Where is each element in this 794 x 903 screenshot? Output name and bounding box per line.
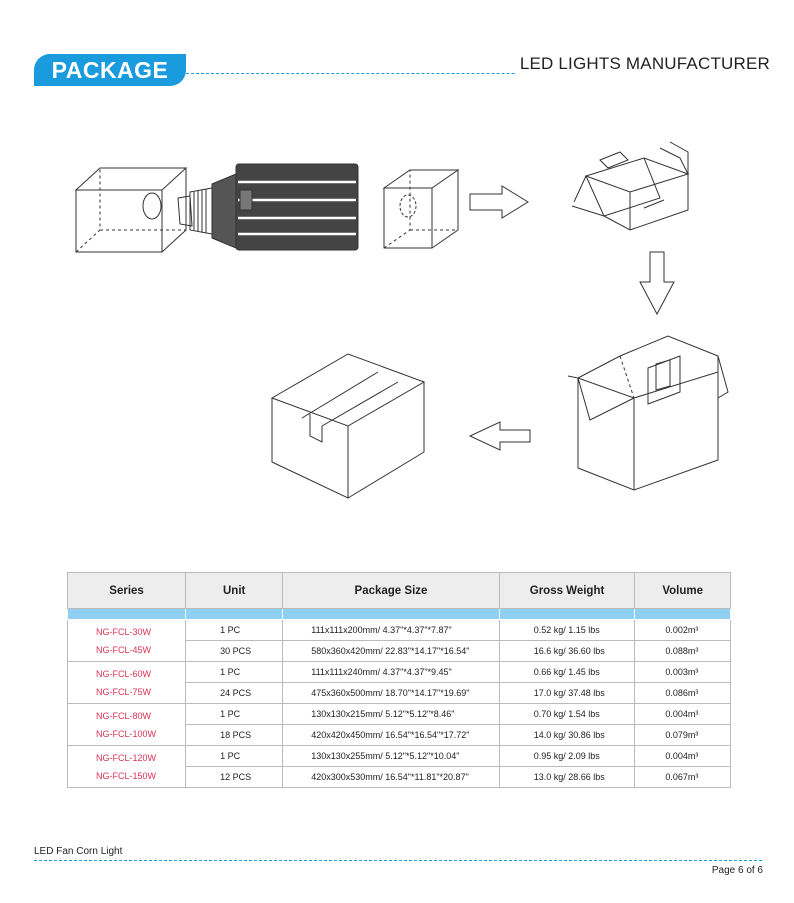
section-badge: PACKAGE [34,54,186,86]
weight-cell: 16.6 kg/ 36.60 lbs [498,640,636,662]
unit-cell: 1 PC [185,619,284,641]
volume-cell: 0.003m³ [634,661,731,683]
footer-divider [34,860,762,861]
unit-cell: 1 PC [185,661,284,683]
weight-cell: 0.70 kg/ 1.54 lbs [498,703,636,725]
page-number: Page 6 of 6 [711,865,763,876]
header-divider [186,73,770,74]
size-cell: 111x111x240mm/ 4.37"*4.37"*9.45" [282,661,500,683]
corn-lamp-illustration [177,163,359,251]
volume-cell: 0.004m³ [634,745,731,767]
table-row: NG-FCL-60W NG-FCL-75W 1 PC 111x111x240mm… [66,661,731,704]
size-cell: 420x420x450mm/ 16.54"*16.54"*17.72" [282,724,500,746]
weight-cell: 14.0 kg/ 30.86 lbs [498,724,636,746]
arrow-right-icon [469,185,529,219]
big-open-box-illustration [567,335,729,491]
unit-cell: 18 PCS [185,724,284,746]
col-volume-header: Volume [634,572,731,609]
unit-cell: 1 PC [185,745,284,767]
volume-cell: 0.002m³ [634,619,731,641]
weight-cell: 0.95 kg/ 2.09 lbs [498,745,636,767]
table-header-row: Series Unit Package Size Gross Weight Vo… [66,572,731,609]
footer-product-name: LED Fan Corn Light [34,846,123,857]
table-row: 12 PCS 420x300x530mm/ 16.54"*11.81"*20.8… [68,766,731,788]
package-table: Series Unit Package Size Gross Weight Vo… [66,572,731,788]
table-row: NG-FCL-30W NG-FCL-45W 1 PC 111x111x200mm… [66,619,731,662]
packaging-diagram [74,141,729,499]
series-cell: NG-FCL-30W NG-FCL-45W [66,619,187,662]
unit-cell: 1 PC [185,703,284,725]
series-name: NG-FCL-75W [96,686,152,697]
series-name: NG-FCL-30W [96,626,152,637]
series-name: NG-FCL-100W [96,728,157,739]
open-carton-illustration [571,141,690,231]
col-weight-header: Gross Weight [498,572,636,609]
arrow-left-icon [468,421,531,451]
table-row: NG-FCL-80W NG-FCL-100W 1 PC 130x130x215m… [66,703,731,746]
volume-cell: 0.004m³ [634,703,731,725]
size-cell: 130x130x215mm/ 5.12"*5.12"*8.46" [282,703,500,725]
unit-cell: 12 PCS [185,766,284,788]
sealed-box-illustration [270,353,426,499]
weight-cell: 0.52 kg/ 1.15 lbs [498,619,636,641]
volume-cell: 0.088m³ [634,640,731,662]
series-name: NG-FCL-120W [96,752,157,763]
size-cell: 111x111x200mm/ 4.37"*4.37"*7.87" [282,619,500,641]
weight-cell: 0.66 kg/ 1.45 lbs [498,661,636,683]
volume-cell: 0.067m³ [634,766,731,788]
inner-box-right-illustration [382,169,460,249]
col-size-header: Package Size [282,572,500,609]
series-cell: NG-FCL-120W NG-FCL-150W [66,745,187,788]
size-cell: 420x300x530mm/ 16.54"*11.81"*20.87" [282,766,500,788]
page-header: PACKAGE LED LIGHTS MANUFACTURER [34,54,770,88]
series-name: NG-FCL-150W [96,770,157,781]
col-unit-header: Unit [185,572,284,609]
unit-cell: 24 PCS [185,682,284,704]
band-row [66,608,731,620]
unit-cell: 30 PCS [185,640,284,662]
size-cell: 580x360x420mm/ 22.83"*14.17"*16.54" [282,640,500,662]
series-name: NG-FCL-45W [96,644,152,655]
weight-cell: 17.0 kg/ 37.48 lbs [498,682,636,704]
series-cell: NG-FCL-60W NG-FCL-75W [66,661,187,704]
volume-cell: 0.079m³ [634,724,731,746]
weight-cell: 13.0 kg/ 28.66 lbs [498,766,636,788]
size-cell: 130x130x255mm/ 5.12"*5.12"*10.04" [282,745,500,767]
company-title: LED LIGHTS MANUFACTURER [515,54,770,74]
series-cell: NG-FCL-80W NG-FCL-100W [66,703,187,746]
volume-cell: 0.086m³ [634,682,731,704]
series-name: NG-FCL-80W [96,710,152,721]
table-row: NG-FCL-120W NG-FCL-150W 1 PC 130x130x255… [66,745,731,788]
size-cell: 475x360x500mm/ 18.70"*14.17"*19.69" [282,682,500,704]
col-series-header: Series [66,572,187,609]
inner-box-left-illustration [74,167,188,253]
series-name: NG-FCL-60W [96,668,152,679]
arrow-down-icon [639,251,675,316]
